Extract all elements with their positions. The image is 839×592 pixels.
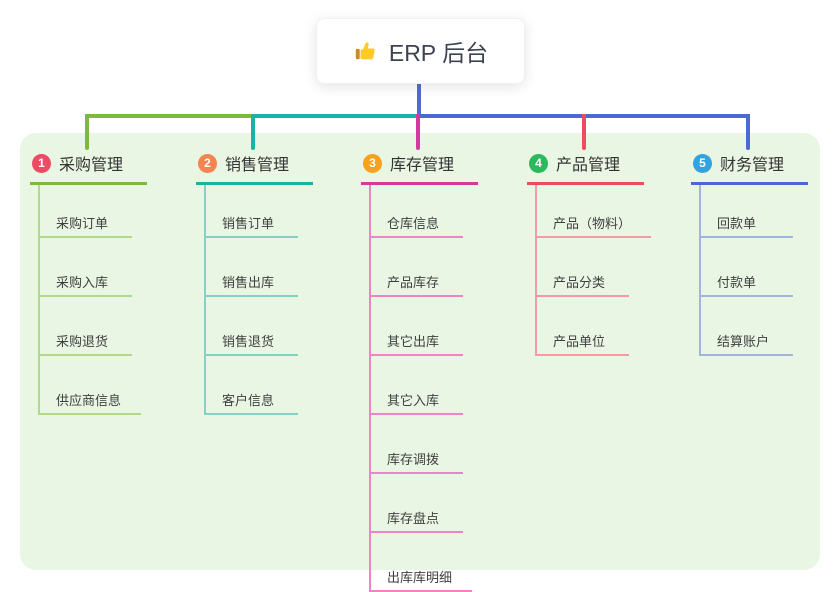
branch-number-badge: 1 (32, 153, 51, 173)
branch: 3 库存管理 仓库信息 产品库存 其它出库 其它入库 库存调拨 库存盘点 出库库… (361, 148, 478, 592)
branch-item[interactable]: 仓库信息 (371, 185, 463, 238)
branch-item[interactable]: 供应商信息 (40, 356, 142, 415)
branch-title: 库存管理 (390, 157, 455, 174)
branch-number-badge: 4 (529, 153, 548, 173)
branch-title: 财务管理 (720, 157, 785, 174)
branch: 5 财务管理 回款单 付款单 结算账户 (691, 148, 808, 356)
connector-drop-branch-5 (746, 114, 750, 150)
branch-item[interactable]: 其它入库 (371, 356, 463, 415)
canvas-panel (20, 133, 820, 570)
branch-items: 采购订单 采购入库 采购退货 供应商信息 (38, 185, 147, 415)
branch-item[interactable]: 回款单 (701, 185, 793, 238)
branch-item[interactable]: 销售出库 (206, 238, 298, 297)
branch-item-label: 采购入库 (56, 275, 109, 290)
branch-item[interactable]: 库存调拨 (371, 415, 463, 474)
branch-title: 产品管理 (556, 157, 621, 174)
connector-bus-segment-1 (85, 114, 253, 118)
branch-item-label: 其它入库 (387, 393, 440, 408)
branch-header[interactable]: 1 采购管理 (30, 148, 147, 185)
branch-item[interactable]: 结算账户 (701, 297, 793, 356)
branch-items: 仓库信息 产品库存 其它出库 其它入库 库存调拨 库存盘点 出库库明细 (369, 185, 478, 592)
branch-items: 回款单 付款单 结算账户 (699, 185, 808, 356)
branch-item[interactable]: 采购退货 (40, 297, 132, 356)
branch-item-label: 回款单 (717, 216, 757, 231)
branch-item-label: 供应商信息 (56, 393, 122, 408)
branch-item[interactable]: 采购订单 (40, 185, 132, 238)
branch-item-label: 采购退货 (56, 334, 109, 349)
connector-drop-branch-4 (582, 114, 586, 150)
branch-item[interactable]: 产品库存 (371, 238, 463, 297)
connector-drop-branch-1 (85, 114, 89, 150)
branch-item[interactable]: 付款单 (701, 238, 793, 297)
branch-item[interactable]: 客户信息 (206, 356, 298, 415)
connector-root-drop (417, 82, 421, 118)
branch-item-label: 库存盘点 (387, 511, 440, 526)
branch-item[interactable]: 库存盘点 (371, 474, 463, 533)
connector-drop-branch-2 (251, 114, 255, 150)
branch-title: 采购管理 (59, 157, 124, 174)
branch-item-label: 产品单位 (553, 334, 606, 349)
branch-item[interactable]: 出库库明细 (371, 533, 473, 592)
root-node[interactable]: ERP 后台 (316, 18, 525, 84)
branch-header[interactable]: 2 销售管理 (196, 148, 313, 185)
branch: 4 产品管理 产品（物料） 产品分类 产品单位 (527, 148, 652, 356)
thumbs-up-icon (353, 38, 379, 64)
branch-item-label: 产品分类 (553, 275, 606, 290)
branch: 1 采购管理 采购订单 采购入库 采购退货 供应商信息 (30, 148, 147, 415)
branch-item-label: 仓库信息 (387, 216, 440, 231)
branch-items: 销售订单 销售出库 销售退货 客户信息 (204, 185, 313, 415)
branch-item[interactable]: 其它出库 (371, 297, 463, 356)
branch-number-badge: 5 (693, 153, 712, 173)
branch-number-badge: 2 (198, 153, 217, 173)
branch-item-label: 付款单 (717, 275, 757, 290)
branch-title: 销售管理 (225, 157, 290, 174)
branch-item-label: 销售订单 (222, 216, 275, 231)
branch-item[interactable]: 销售退货 (206, 297, 298, 356)
branch-item-label: 产品（物料） (553, 216, 632, 231)
branch-item[interactable]: 产品（物料） (537, 185, 652, 238)
connector-bus-segment-2 (251, 114, 418, 118)
branch-header[interactable]: 4 产品管理 (527, 148, 644, 185)
branch-item-label: 客户信息 (222, 393, 275, 408)
branch-item-label: 出库库明细 (387, 570, 453, 585)
root-title: ERP 后台 (388, 40, 489, 66)
branch-item-label: 结算账户 (717, 334, 770, 349)
branch-item-label: 其它出库 (387, 334, 440, 349)
branch-items: 产品（物料） 产品分类 产品单位 (535, 185, 652, 356)
connector-drop-branch-3 (416, 114, 420, 150)
branch-item-label: 库存调拨 (387, 452, 440, 467)
branch-item-label: 采购订单 (56, 216, 109, 231)
branch-header[interactable]: 5 财务管理 (691, 148, 808, 185)
branch-item[interactable]: 产品分类 (537, 238, 629, 297)
branch-item-label: 产品库存 (387, 275, 440, 290)
branch: 2 销售管理 销售订单 销售出库 销售退货 客户信息 (196, 148, 313, 415)
branch-item[interactable]: 销售订单 (206, 185, 298, 238)
branch-item-label: 销售出库 (222, 275, 275, 290)
branch-header[interactable]: 3 库存管理 (361, 148, 478, 185)
branch-item[interactable]: 产品单位 (537, 297, 629, 356)
branch-item-label: 销售退货 (222, 334, 275, 349)
branch-item[interactable]: 采购入库 (40, 238, 132, 297)
branch-number-badge: 3 (363, 153, 382, 173)
